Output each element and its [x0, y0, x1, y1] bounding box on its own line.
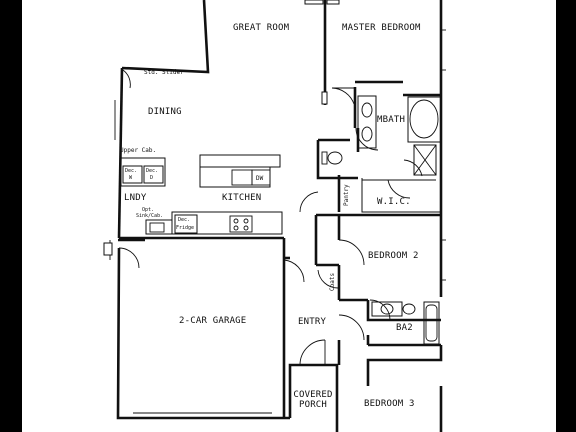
bath-fixtures [321, 95, 442, 345]
room-dining: DINING [148, 107, 182, 117]
room-bedroom-2: BEDROOM 2 [368, 251, 419, 261]
room-bedroom-3: BEDROOM 3 [364, 399, 415, 409]
label-pantry: Pantry [343, 184, 350, 206]
room-covered-porch-line1: COVERED [293, 390, 333, 400]
room-covered-porch-line2: PORCH [298, 400, 328, 410]
label-opt-sink-line2: Sink/Cab. [136, 213, 164, 219]
door-swings [118, 69, 423, 419]
label-dryer-line2: D [150, 175, 154, 181]
label-opt-sink-line1: Opt. [142, 207, 155, 213]
wall-details [304, 0, 340, 105]
label-upper-cab: Upper Cab. [120, 147, 157, 154]
room-laundry: LNDY [124, 193, 147, 203]
windows [103, 29, 446, 281]
label-dec-fridge-line1: Dec. [178, 217, 191, 223]
room-great-room: GREAT ROOM [233, 23, 290, 33]
label-dec-fridge-line2: Fridge [176, 225, 195, 231]
label-coats: Coats [329, 272, 336, 291]
room-mbath: MBATH [377, 115, 406, 125]
room-walk-in-closet: W.I.C. [377, 197, 411, 207]
label-dryer-line1: Dec. [146, 168, 159, 174]
room-ba2: BA2 [396, 323, 413, 333]
interior-walls [118, 0, 441, 418]
room-master-bedroom: MASTER BEDROOM [342, 23, 421, 33]
room-garage: 2-CAR GARAGE [179, 316, 247, 326]
label-dishwasher: DW [256, 175, 264, 182]
laundry-appliances [120, 157, 173, 235]
label-std-slider: Std. Slider [144, 69, 184, 76]
plan-sheet [22, 0, 556, 432]
kitchen-counters [171, 154, 283, 235]
label-washer-line2: W [129, 175, 133, 181]
room-entry: ENTRY [298, 317, 327, 327]
room-kitchen: KITCHEN [222, 193, 262, 203]
label-washer-line1: Dec. [125, 168, 138, 174]
